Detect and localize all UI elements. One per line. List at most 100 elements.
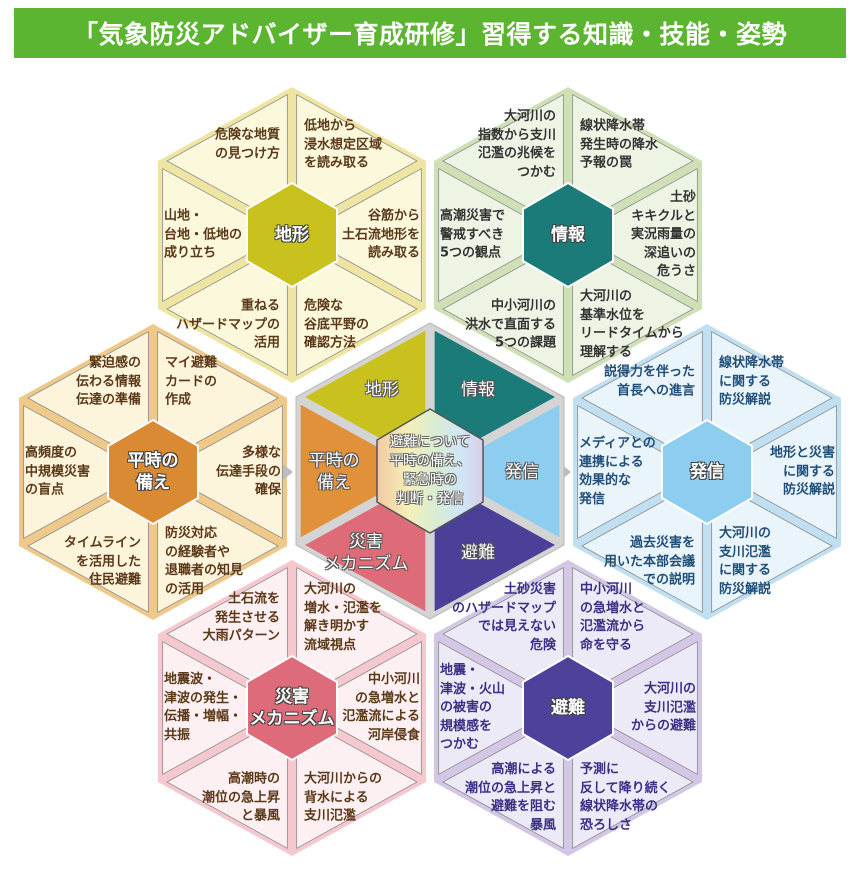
text-line: 平時の備え、: [389, 453, 471, 469]
text-line: 共振: [164, 727, 191, 743]
text-line: 地震波・: [164, 672, 217, 687]
text-line: 伝達手段の: [215, 463, 281, 479]
text-line: 災害: [349, 532, 383, 552]
segment-text: 土砂災害のハザードマップでは見えない危険: [452, 581, 556, 655]
text-line: 伝わる情報: [75, 373, 141, 389]
text-line: の急増水と: [354, 690, 420, 706]
text-line: 防災対応: [165, 526, 218, 541]
text-line: 指数から支川: [477, 127, 556, 143]
text-line: 発生させる: [214, 609, 280, 625]
text-line: 予報の罠: [580, 155, 633, 171]
segment-text: 地形と災害に関する防災解説: [770, 444, 835, 500]
text-line: 避難を阻む: [490, 799, 556, 814]
text-line: 土砂: [669, 189, 696, 205]
text-line: メディアとの: [579, 436, 656, 451]
page-title: 「気象防災アドバイザー育成研修」習得する知識・技能・姿勢: [72, 20, 787, 49]
segment-text: 過去災害を用いた本部会議での説明: [604, 534, 695, 590]
segment-text: 地震・津波・火山の被害の規模感をつかむ: [440, 662, 505, 755]
segment-text: 地震波・津波の発生・伝播・増幅・共振: [164, 671, 242, 745]
text-line: 台地・低地の: [164, 226, 243, 242]
text-line: を読み取る: [304, 155, 370, 171]
text-line: 防災解説: [782, 482, 835, 498]
text-line: 活用: [253, 335, 280, 351]
text-line: 判断・発信: [396, 491, 464, 507]
hex-hasshin-segment: [581, 331, 703, 465]
text-line: 河岸侵食: [367, 727, 420, 743]
arrow-right-icon: [283, 464, 293, 480]
segment-text: 緊迫感の伝わる情報伝達の準備: [76, 354, 141, 410]
text-line: 成り立ち: [164, 245, 217, 261]
text-line: 浸水想定区域: [304, 136, 383, 152]
text-line: 支川氾濫: [719, 544, 772, 560]
text-line: 土石流を: [227, 591, 280, 607]
text-line: マイ避難: [165, 355, 218, 371]
hex-saigai-segment: [296, 715, 418, 849]
text-line: 情報: [551, 225, 585, 245]
text-line: 潮位の急上昇と: [464, 780, 556, 796]
text-line: 発生時の降水: [580, 136, 659, 152]
text-line: 高潮による: [491, 762, 556, 777]
text-line: 支川氾濫: [304, 808, 357, 824]
text-line: キキクルと: [631, 208, 696, 224]
text-line: 高頻度の: [25, 445, 78, 461]
text-line: 土砂災害: [503, 582, 556, 597]
text-line: 背水による: [304, 789, 369, 805]
text-line: 危険: [529, 637, 556, 653]
segment-text: 土石流を発生させる大雨パターン: [203, 590, 280, 646]
text-line: 大河川の: [719, 526, 772, 541]
text-line: 線状降水帯: [719, 355, 785, 371]
text-line: の被害の: [440, 699, 493, 715]
hex-hinan-segment: [442, 567, 564, 701]
hex-heiji-segment: [157, 479, 279, 613]
segment-text: 大河川の支川氾濫に関する防災解説: [719, 525, 771, 599]
text-line: 危険な: [304, 298, 344, 314]
text-line: 5つの課題: [494, 335, 556, 351]
text-line: 大河川の: [643, 681, 696, 697]
hex-heiji-segment: [157, 331, 279, 465]
hex-heiji-segment: [27, 479, 149, 613]
text-line: 暴風: [529, 817, 556, 833]
segment-text: マイ避難カードの作成: [165, 354, 217, 410]
text-line: 支川氾濫: [643, 699, 696, 715]
hex-chikei-hub: [246, 181, 338, 289]
text-line: 大河川の: [580, 289, 633, 304]
hex-hasshin-hub: [661, 418, 753, 526]
hex-hasshin-segment: [711, 479, 833, 613]
segment-text: 危険な地質の見つけ方: [215, 127, 280, 164]
hex-heiji-segment: [23, 405, 145, 539]
hex-joho-segment: [576, 168, 698, 302]
text-line: 緊急時の: [403, 472, 457, 488]
text-line: つかむ: [516, 164, 556, 180]
text-line: 確保: [254, 482, 281, 498]
hex-hasshin-segment: [581, 479, 703, 613]
segment-text: 中小河川の急増水と氾濫流から命を守る: [580, 581, 645, 655]
hex-joho-segment: [572, 242, 694, 376]
segment-text: 大河川の支川氾濫からの避難: [631, 680, 696, 736]
hex-saigai-segment: [300, 641, 422, 775]
text-line: 谷筋から: [367, 208, 420, 224]
text-line: のハザードマップ: [451, 600, 556, 616]
text-line: 発信: [690, 462, 724, 482]
text-line: に関する: [782, 463, 835, 479]
text-line: 危険な地質: [214, 127, 280, 143]
segment-text: 中小河川の急増水と氾濫流による河岸侵食: [342, 671, 420, 745]
text-line: 備え: [317, 473, 351, 493]
text-line: 大河川からの: [304, 771, 383, 787]
text-line: メカニズム: [323, 554, 409, 574]
center-sector-label: 災害メカニズム: [324, 531, 409, 575]
text-line: 予測に: [580, 762, 620, 777]
center-sector-label: 避難: [461, 542, 495, 564]
segment-text: 防災対応の経験者や退職者の知見の活用: [165, 525, 243, 599]
text-line: 山地・: [164, 208, 204, 224]
text-line: 高潮時の: [227, 771, 280, 787]
text-line: 地形: [275, 225, 309, 245]
hex-hinan-segment: [442, 715, 564, 849]
text-line: メカニズム: [249, 709, 335, 729]
text-line: つかむ: [440, 736, 480, 752]
text-line: 流域視点: [304, 637, 357, 653]
text-line: 理解する: [580, 344, 633, 360]
text-line: 避難について: [389, 434, 471, 450]
